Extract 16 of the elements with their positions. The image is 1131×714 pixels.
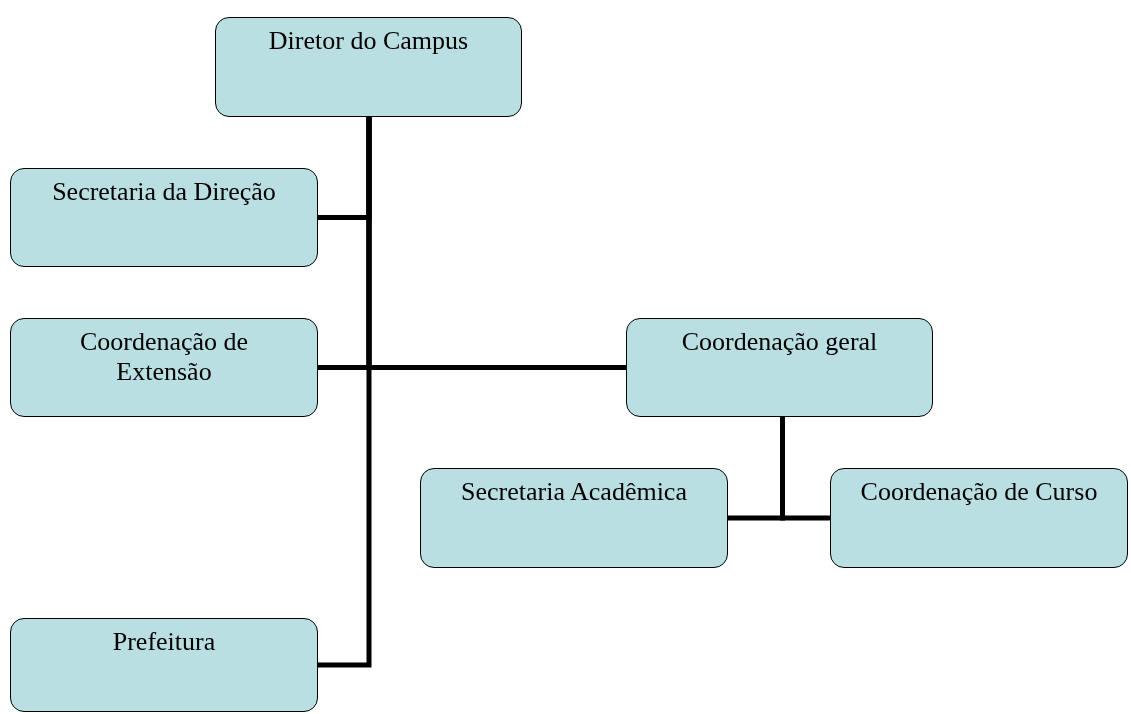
org-box <box>420 468 728 568</box>
box-label: Coordenação de Curso <box>860 477 1098 507</box>
connector-line <box>318 117 372 668</box>
box-label: Secretaria da Direção <box>52 177 276 207</box>
org-box <box>10 618 318 712</box>
org-box <box>10 168 318 267</box>
box-label: Secretaria Acadêmica <box>461 477 687 507</box>
box-label: Prefeitura <box>112 627 216 657</box>
box-label: Coordenação de Extensão <box>78 327 250 387</box>
connector-line <box>780 417 830 521</box>
org-box <box>215 17 522 117</box>
org-box <box>626 318 933 417</box>
org-box <box>10 318 318 417</box>
org-box <box>830 468 1128 568</box>
box-label: Diretor do Campus <box>268 26 469 56</box>
box-label: Coordenação geral <box>681 327 878 357</box>
